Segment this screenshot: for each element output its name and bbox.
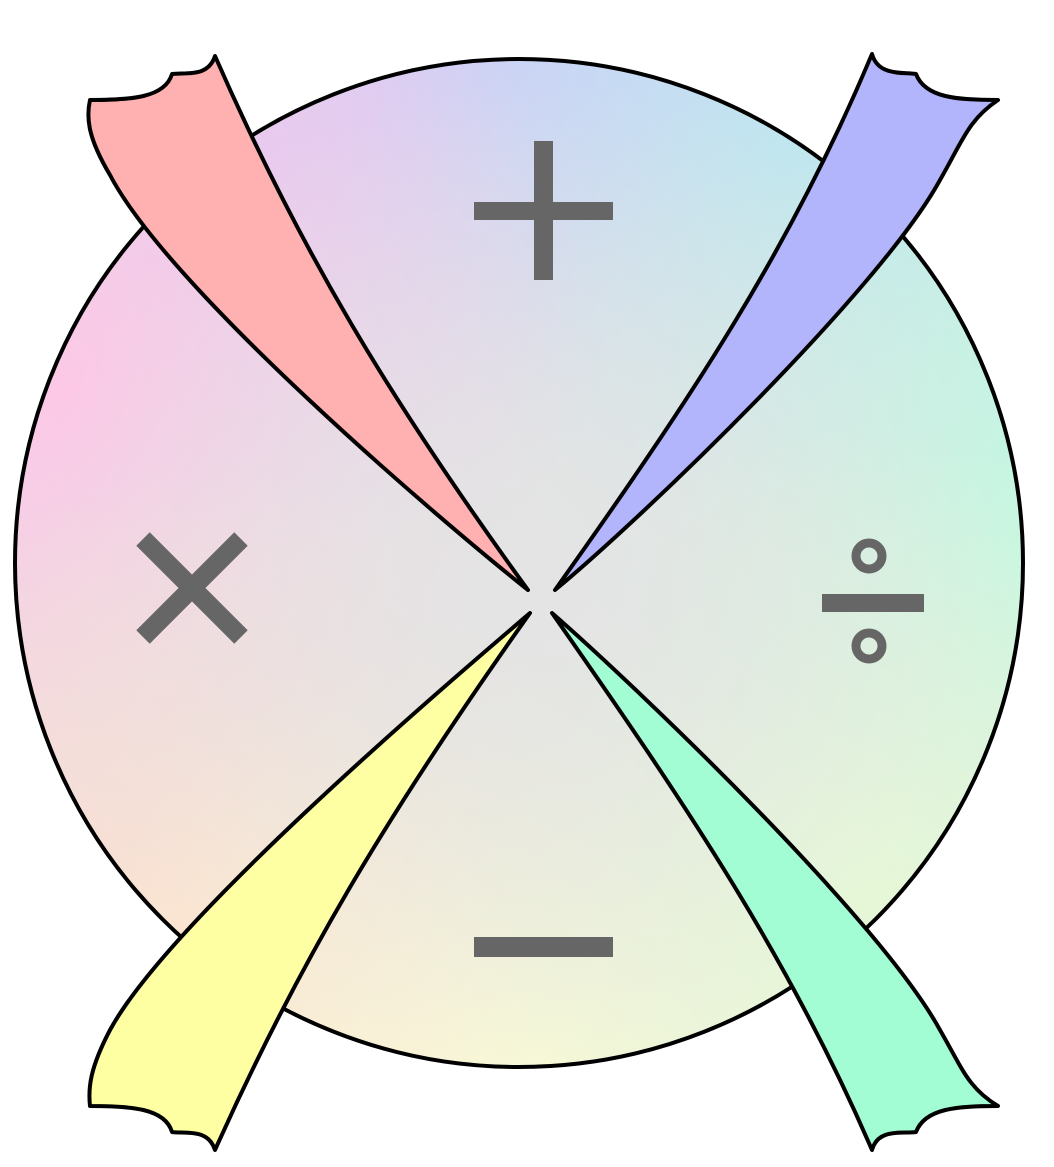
- blades: [86, 52, 1000, 1152]
- division-icon: [822, 538, 924, 664]
- minus-icon: [474, 937, 613, 957]
- top-left-blade: [86, 54, 530, 592]
- plus-icon: [474, 141, 613, 280]
- times-icon: [136, 532, 248, 644]
- bottom-left-blade: [87, 611, 532, 1152]
- bottom-right-blade: [550, 611, 1000, 1152]
- top-right-blade: [553, 52, 1000, 592]
